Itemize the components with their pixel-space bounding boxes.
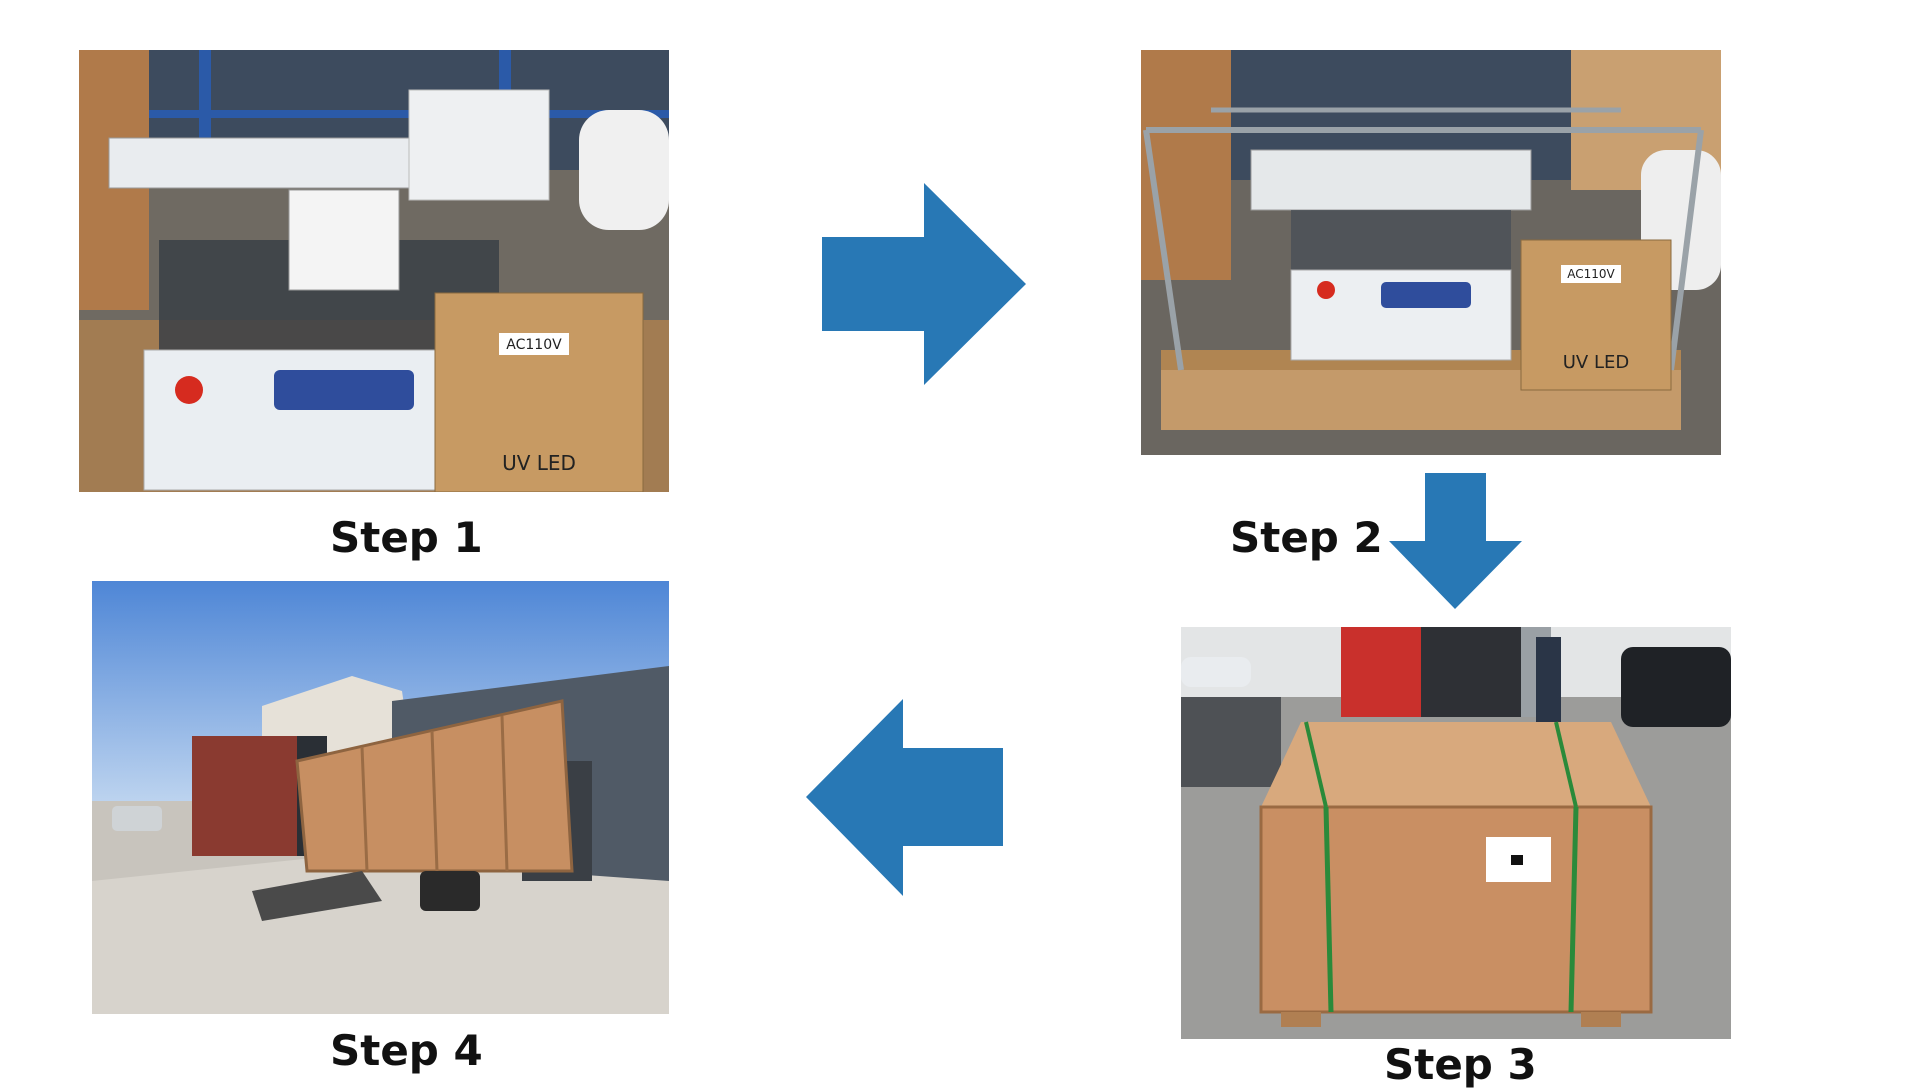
step-4-label: Step 4 bbox=[330, 1026, 483, 1075]
arrow-left-icon bbox=[806, 699, 1003, 896]
step-3-photo bbox=[1181, 627, 1731, 1039]
arrow-right-icon bbox=[822, 183, 1026, 385]
arrow-down-icon bbox=[1389, 473, 1522, 609]
step-1-label: Step 1 bbox=[330, 513, 483, 562]
uv-led-label-2: UV LED bbox=[1563, 352, 1629, 373]
step-2-label: Step 2 bbox=[1230, 513, 1383, 562]
step-3-label: Step 3 bbox=[1384, 1040, 1537, 1089]
step-1-photo: AC110V UV LED bbox=[79, 50, 669, 492]
uv-led-label-1: UV LED bbox=[502, 451, 576, 475]
voltage-label-2: AC110V bbox=[1567, 267, 1615, 281]
step-4-photo bbox=[92, 581, 669, 1014]
step-2-photo: AC110V UV LED bbox=[1141, 50, 1721, 455]
voltage-label-1: AC110V bbox=[506, 337, 562, 353]
